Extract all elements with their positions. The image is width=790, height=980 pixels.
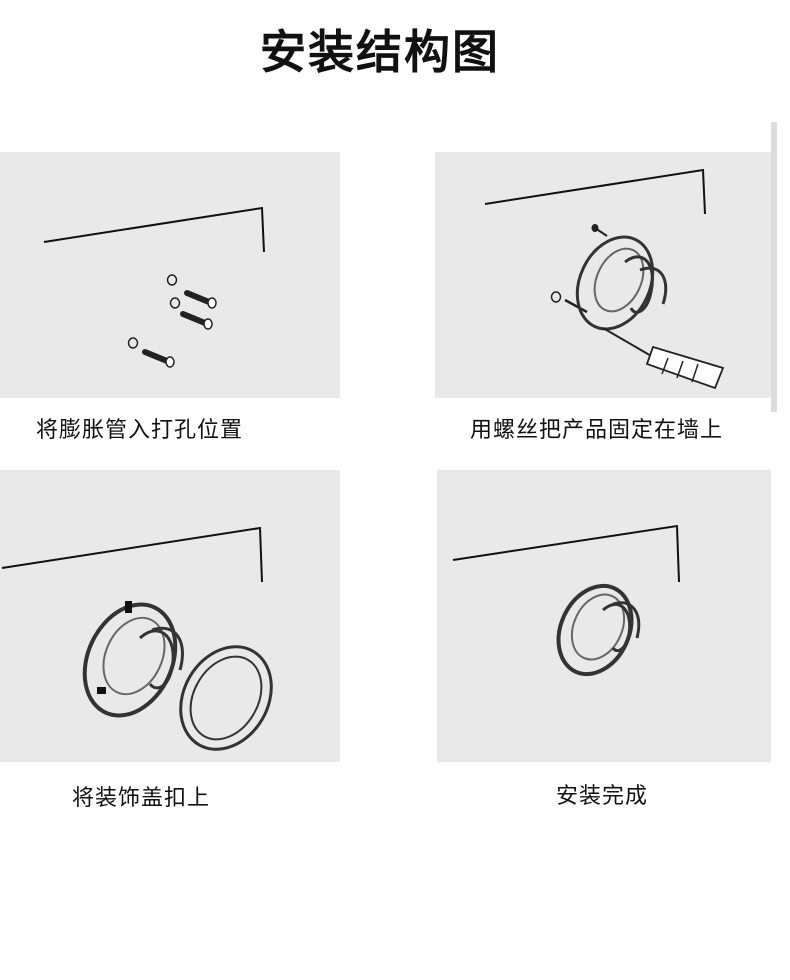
step-4-caption: 安装完成 [556, 784, 649, 809]
step-2-illustration [435, 152, 771, 398]
hook-icon [624, 255, 668, 314]
page-title: 安装结构图 [260, 25, 500, 79]
hook-icon [138, 626, 184, 690]
screw-icon [564, 298, 588, 314]
hook-base-icon [575, 235, 655, 331]
step-4-drawing [452, 524, 680, 677]
drill-hole-icon [169, 297, 181, 309]
step-1-drawing [43, 206, 265, 368]
step-1-caption: 将膨胀管入打孔位置 [36, 418, 244, 443]
screwdriver-icon [602, 327, 725, 390]
wall-anchor-icon [180, 311, 213, 330]
step-4-illustration [437, 470, 771, 762]
decorative-cover-icon [179, 645, 273, 751]
drill-hole-icon [127, 337, 139, 349]
screw-icon [591, 224, 608, 237]
wall-anchor-icon [142, 349, 175, 368]
step-3-illustration [0, 470, 340, 762]
step-1-illustration [0, 152, 340, 398]
step-3-drawing [1, 526, 273, 751]
wall-anchor-icon [184, 290, 217, 309]
step-2-caption: 用螺丝把产品固定在墙上 [470, 418, 724, 443]
hook-icon [602, 601, 641, 653]
drill-hole-icon [550, 291, 562, 303]
step-2-drawing [484, 168, 725, 390]
edge-divider [771, 122, 777, 412]
step-3-caption: 将装饰盖扣上 [72, 786, 211, 811]
drill-hole-icon [166, 274, 178, 286]
